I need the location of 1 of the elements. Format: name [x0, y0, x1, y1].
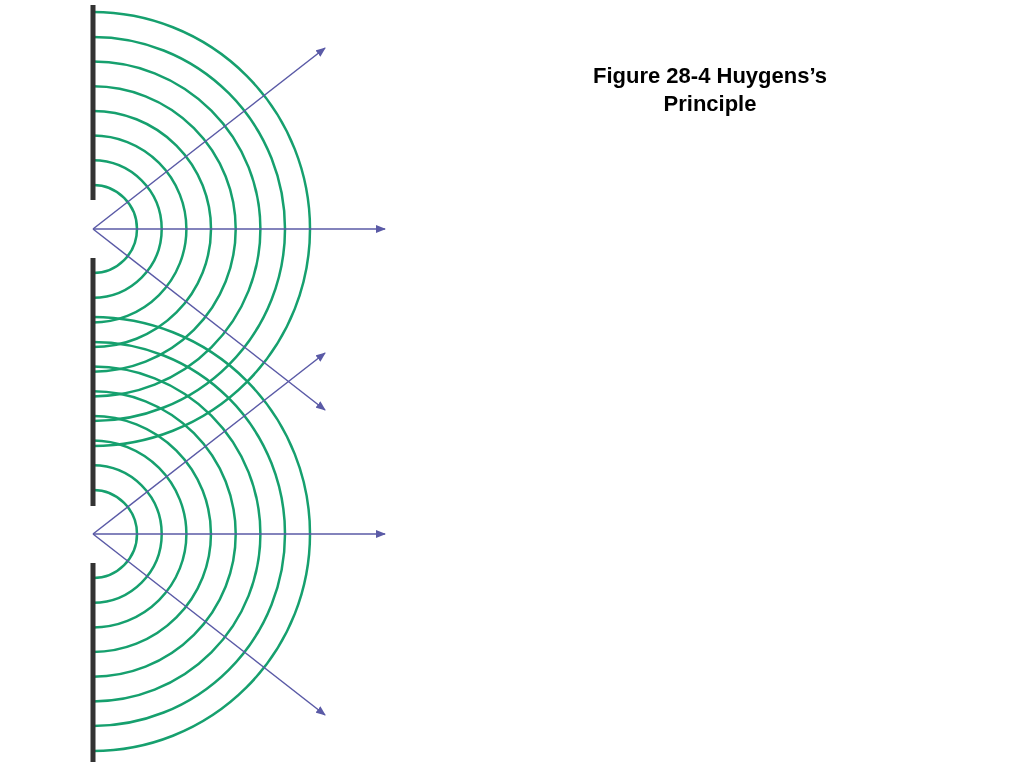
figure-title: Figure 28-4 Huygens’s Principle [592, 62, 828, 118]
